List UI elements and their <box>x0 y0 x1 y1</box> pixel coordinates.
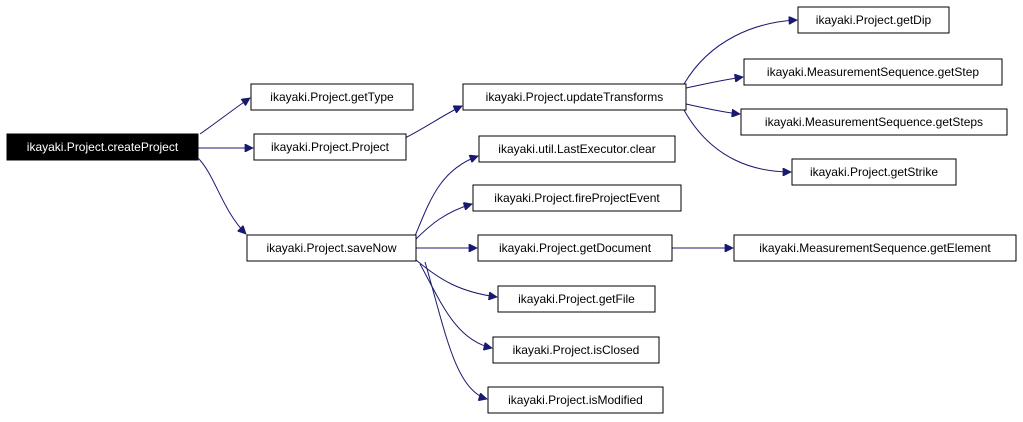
node-getElement[interactable]: ikayaki.MeasurementSequence.getElement <box>733 234 1017 262</box>
node-label: ikayaki.Project.isClosed <box>513 343 640 357</box>
edge-createProject-getType <box>199 98 250 135</box>
node-label: ikayaki.Project.getDocument <box>499 241 652 255</box>
node-updateTransforms[interactable]: ikayaki.Project.updateTransforms <box>462 83 687 111</box>
node-label: ikayaki.Project.isModified <box>508 393 643 407</box>
node-fireProjectEvent[interactable]: ikayaki.Project.fireProjectEvent <box>472 184 682 212</box>
node-label: ikayaki.util.LastExecutor.clear <box>498 142 655 156</box>
node-label: ikayaki.Project.fireProjectEvent <box>494 191 660 205</box>
edge-Project-updateTransforms <box>404 106 462 139</box>
nodes: ikayaki.Project.createProject ikayaki.Pr… <box>6 6 1017 414</box>
node-isClosed[interactable]: ikayaki.Project.isClosed <box>492 336 660 364</box>
node-getStep[interactable]: ikayaki.MeasurementSequence.getStep <box>743 58 1003 86</box>
node-getSteps[interactable]: ikayaki.MeasurementSequence.getSteps <box>740 108 1008 136</box>
node-isModified[interactable]: ikayaki.Project.isModified <box>487 386 664 414</box>
edge-saveNow-getFile <box>415 259 497 297</box>
node-label: ikayaki.Project.getDip <box>816 13 932 27</box>
node-label: ikayaki.Project.createProject <box>27 140 179 154</box>
edge-createProject-saveNow <box>197 157 246 234</box>
node-getType[interactable]: ikayaki.Project.getType <box>250 83 414 111</box>
edge-saveNow-isModified <box>424 261 487 399</box>
node-getDip[interactable]: ikayaki.Project.getDip <box>797 6 950 34</box>
edge-saveNow-fireProjectEvent <box>414 204 472 241</box>
node-label: ikayaki.Project.getFile <box>518 292 635 306</box>
node-getStrike[interactable]: ikayaki.Project.getStrike <box>791 158 957 186</box>
node-clear[interactable]: ikayaki.util.LastExecutor.clear <box>478 135 676 163</box>
node-getDocument[interactable]: ikayaki.Project.getDocument <box>477 234 673 262</box>
node-getFile[interactable]: ikayaki.Project.getFile <box>497 285 656 313</box>
edge-updateTransforms-getSteps <box>685 103 740 114</box>
edge-saveNow-clear <box>414 156 478 237</box>
node-saveNow[interactable]: ikayaki.Project.saveNow <box>246 234 417 262</box>
node-label: ikayaki.Project.getStrike <box>810 165 938 179</box>
edge-updateTransforms-getStep <box>685 77 743 89</box>
node-label: ikayaki.Project.getType <box>270 90 394 104</box>
node-label: ikayaki.MeasurementSequence.getStep <box>767 65 979 79</box>
node-createProject[interactable]: ikayaki.Project.createProject <box>6 133 199 161</box>
node-label: ikayaki.MeasurementSequence.getSteps <box>765 115 983 129</box>
edges <box>197 20 797 399</box>
node-label: ikayaki.Project.updateTransforms <box>486 90 664 104</box>
node-Project[interactable]: ikayaki.Project.Project <box>253 133 407 161</box>
node-label: ikayaki.MeasurementSequence.getElement <box>759 241 991 255</box>
edge-updateTransforms-getStrike <box>683 109 791 172</box>
edge-updateTransforms-getDip <box>683 20 797 85</box>
edge-saveNow-isClosed <box>419 263 492 348</box>
node-label: ikayaki.Project.Project <box>271 140 390 154</box>
node-label: ikayaki.Project.saveNow <box>266 241 396 255</box>
